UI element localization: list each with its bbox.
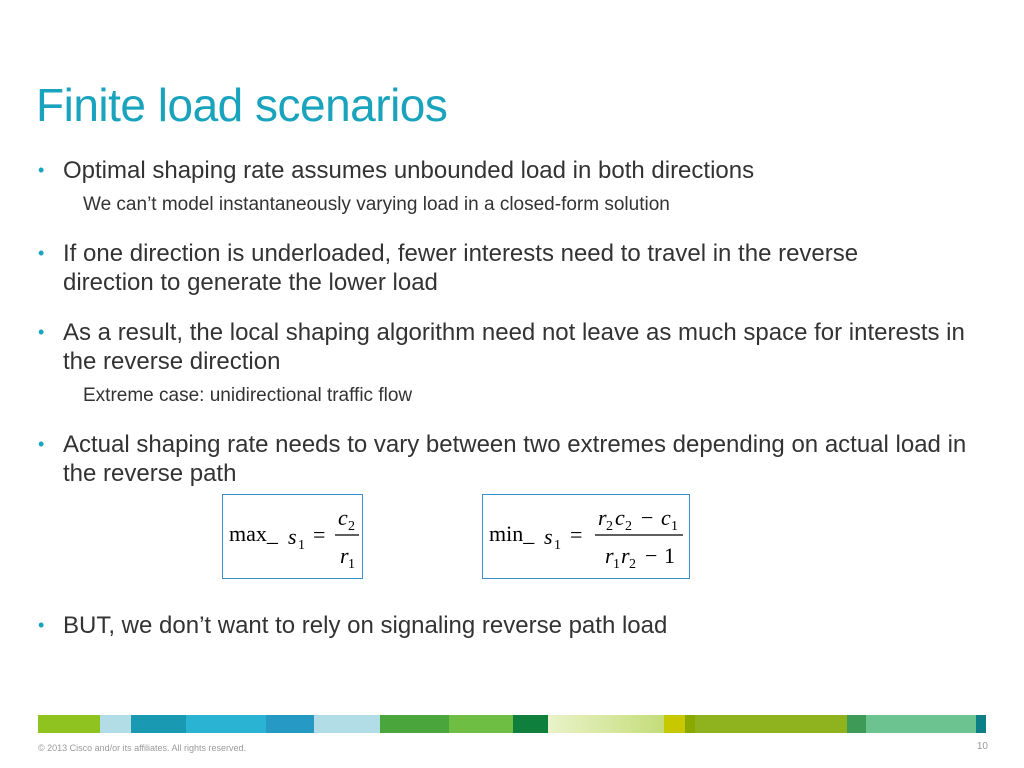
formula-one: 1	[664, 543, 675, 568]
formula-sub: 2	[629, 557, 636, 572]
formula-equals: =	[570, 522, 582, 547]
formula-var: c	[615, 505, 625, 530]
color-bar-segment	[685, 715, 695, 733]
formula-var: c	[661, 505, 671, 530]
color-bar-segment	[866, 715, 976, 733]
bullet-text: Optimal shaping rate assumes unbounded l…	[63, 157, 755, 184]
copyright-text: © 2013 Cisco and/or its affiliates. All …	[38, 743, 247, 753]
color-bar-segment	[976, 715, 986, 733]
color-bar-segment	[186, 715, 266, 733]
formula-sub: 1	[298, 538, 305, 553]
formula-var: s	[544, 524, 553, 549]
formula-equals: =	[313, 522, 325, 547]
formula-minus: −	[645, 543, 657, 568]
formula-var: s	[288, 524, 297, 549]
color-bar-segment	[314, 715, 380, 733]
formula-sub: 2	[348, 519, 355, 534]
formula-var: r	[621, 543, 630, 568]
bullet-text: If one direction is underloaded, fewer i…	[63, 240, 859, 296]
formula-minus: −	[641, 505, 653, 530]
color-bar-segment	[38, 715, 100, 733]
color-bar-segment	[847, 715, 866, 733]
bullet-text: Actual shaping rate needs to vary betwee…	[63, 431, 967, 487]
formula-var: r	[605, 543, 614, 568]
bullet-dot: •	[38, 615, 45, 635]
bullet-item: • Optimal shaping rate assumes unbounded…	[38, 156, 938, 185]
formula-sub: 1	[613, 557, 620, 572]
bullet-dot: •	[38, 434, 45, 454]
formula-sub: 1	[348, 557, 355, 572]
color-bar-segment	[266, 715, 314, 733]
bullet-text: BUT, we don’t want to rely on signaling …	[63, 612, 668, 639]
color-bar-segment	[664, 715, 685, 733]
sub-bullet-item: Extreme case: unidirectional traffic flo…	[83, 385, 413, 406]
color-bar-segment	[100, 715, 131, 733]
sub-bullet-item: We can’t model instantaneously varying l…	[83, 194, 670, 215]
formula-sub: 2	[625, 519, 632, 534]
color-bar-segment	[380, 715, 449, 733]
slide-title: Finite load scenarios	[36, 79, 448, 131]
bullet-item: • If one direction is underloaded, fewer…	[38, 239, 938, 297]
formula-var: c	[338, 505, 348, 530]
bullet-item: • Actual shaping rate needs to vary betw…	[38, 430, 983, 488]
formula-var: r	[598, 505, 607, 530]
bullet-dot: •	[38, 322, 45, 342]
formula-sub: 1	[671, 519, 678, 534]
formula-op: max_	[229, 521, 279, 546]
color-bar-segment	[449, 715, 513, 733]
bullet-dot: •	[38, 243, 45, 263]
bullet-item: • As a result, the local shaping algorit…	[38, 318, 968, 376]
formula-sub: 1	[554, 538, 561, 553]
formula-min: min_ s 1 = r 2 c 2 − c 1 r 1 r 2 − 1	[482, 494, 690, 579]
color-bar-segment	[513, 715, 548, 733]
formula-op: min_	[489, 521, 535, 546]
formula-var: r	[340, 543, 349, 568]
color-bar-segment	[131, 715, 186, 733]
color-bar-segment	[695, 715, 847, 733]
bullet-text: As a result, the local shaping algorithm…	[63, 319, 965, 375]
color-bar-segment	[548, 715, 664, 733]
bullet-dot: •	[38, 160, 45, 180]
bullet-item: • BUT, we don’t want to rely on signalin…	[38, 611, 938, 640]
formula-max: max_ s 1 = c 2 r 1	[222, 494, 363, 579]
formula-sub: 2	[606, 519, 613, 534]
page-number: 10	[976, 741, 988, 752]
